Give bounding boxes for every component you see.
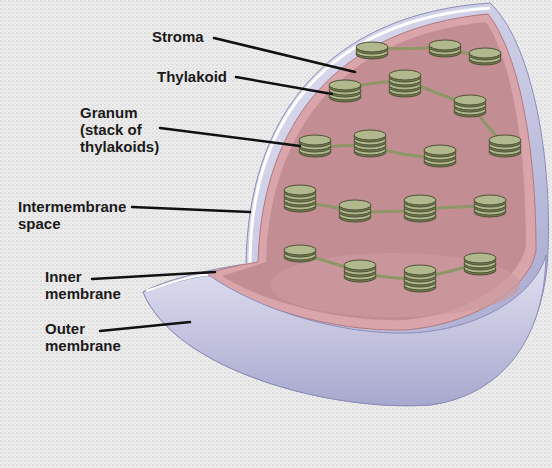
thylakoid-disc bbox=[284, 185, 316, 197]
part-label: Inner membrane bbox=[45, 268, 125, 302]
stroma-region bbox=[222, 22, 526, 320]
thylakoid-disc bbox=[354, 130, 386, 142]
part-label: Thylakoid bbox=[157, 68, 252, 85]
thylakoid-disc bbox=[464, 253, 496, 265]
thylakoid-disc bbox=[469, 48, 501, 60]
thylakoid-disc bbox=[284, 245, 316, 257]
outer-membrane-shell bbox=[143, 3, 548, 406]
thylakoid-disc bbox=[299, 135, 331, 147]
stroma-floor bbox=[270, 253, 520, 317]
thylakoid-discs bbox=[284, 40, 521, 292]
thylakoid-disc bbox=[489, 135, 521, 147]
leader-line bbox=[160, 128, 300, 146]
thylakoid-disc bbox=[356, 42, 388, 54]
stroma-lamellae bbox=[300, 47, 505, 278]
leader-line bbox=[92, 272, 215, 279]
thylakoid-disc bbox=[339, 200, 371, 212]
thylakoid-disc bbox=[404, 195, 436, 207]
thylakoid-disc bbox=[474, 195, 506, 207]
intermembrane-gap bbox=[146, 275, 208, 291]
leader-lines bbox=[92, 38, 355, 331]
leader-line bbox=[100, 322, 190, 331]
leader-line bbox=[132, 207, 250, 212]
thylakoid-disc bbox=[344, 260, 376, 272]
thylakoid-disc bbox=[429, 40, 461, 52]
thylakoid-disc bbox=[389, 70, 421, 82]
thylakoid-disc bbox=[329, 80, 361, 92]
inner-membrane bbox=[205, 14, 536, 330]
part-label: Outer membrane bbox=[45, 320, 125, 354]
leader-line bbox=[236, 77, 332, 94]
outer-membrane-front bbox=[143, 255, 546, 406]
thylakoid-disc bbox=[424, 145, 456, 157]
thylakoid-disc bbox=[454, 95, 486, 107]
leader-line bbox=[214, 38, 355, 72]
part-label: Intermembrane space bbox=[18, 198, 143, 232]
thylakoid-disc bbox=[404, 265, 436, 277]
part-label: Granum (stack of thylakoids) bbox=[80, 104, 172, 155]
part-label: Stroma bbox=[152, 28, 242, 45]
